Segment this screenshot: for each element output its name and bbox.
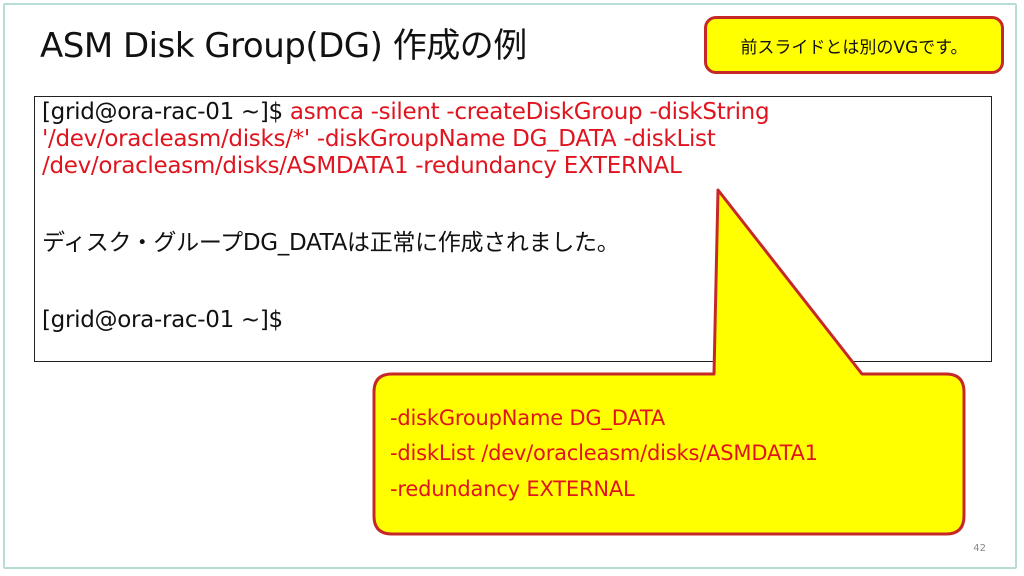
command-line-3: /dev/oracleasm/disks/ASMDATA1 -redundanc…	[42, 153, 682, 179]
command-line-1: [grid@ora-rac-01 ~]$ asmca -silent -crea…	[42, 97, 770, 127]
note-text: 前スライドとは別のVGです。	[740, 37, 968, 58]
callout-shape	[372, 188, 966, 536]
command-line-2: '/dev/oracleasm/disks/*' -diskGroupName …	[42, 126, 716, 152]
terminal-output-box: [grid@ora-rac-01 ~]$ asmca -silent -crea…	[34, 96, 992, 362]
final-prompt: [grid@ora-rac-01 ~]$	[42, 307, 283, 333]
terminal-prompt: [grid@ora-rac-01 ~]$	[42, 99, 283, 125]
page-number: 42	[973, 543, 986, 554]
callout-line-1: -diskGroupName DG_DATA	[390, 406, 666, 430]
success-message: ディスク・グループDG_DATAは正常に作成されました。	[42, 230, 620, 256]
callout-line-3: -redundancy EXTERNAL	[390, 477, 635, 501]
slide-title: ASM Disk Group(DG) 作成の例	[40, 26, 527, 66]
command-text-1: asmca -silent -createDiskGroup -diskStri…	[289, 99, 770, 125]
note-box: 前スライドとは別のVGです。	[704, 16, 1004, 74]
callout-line-2: -diskList /dev/oracleasm/disks/ASMDATA1	[390, 441, 818, 465]
